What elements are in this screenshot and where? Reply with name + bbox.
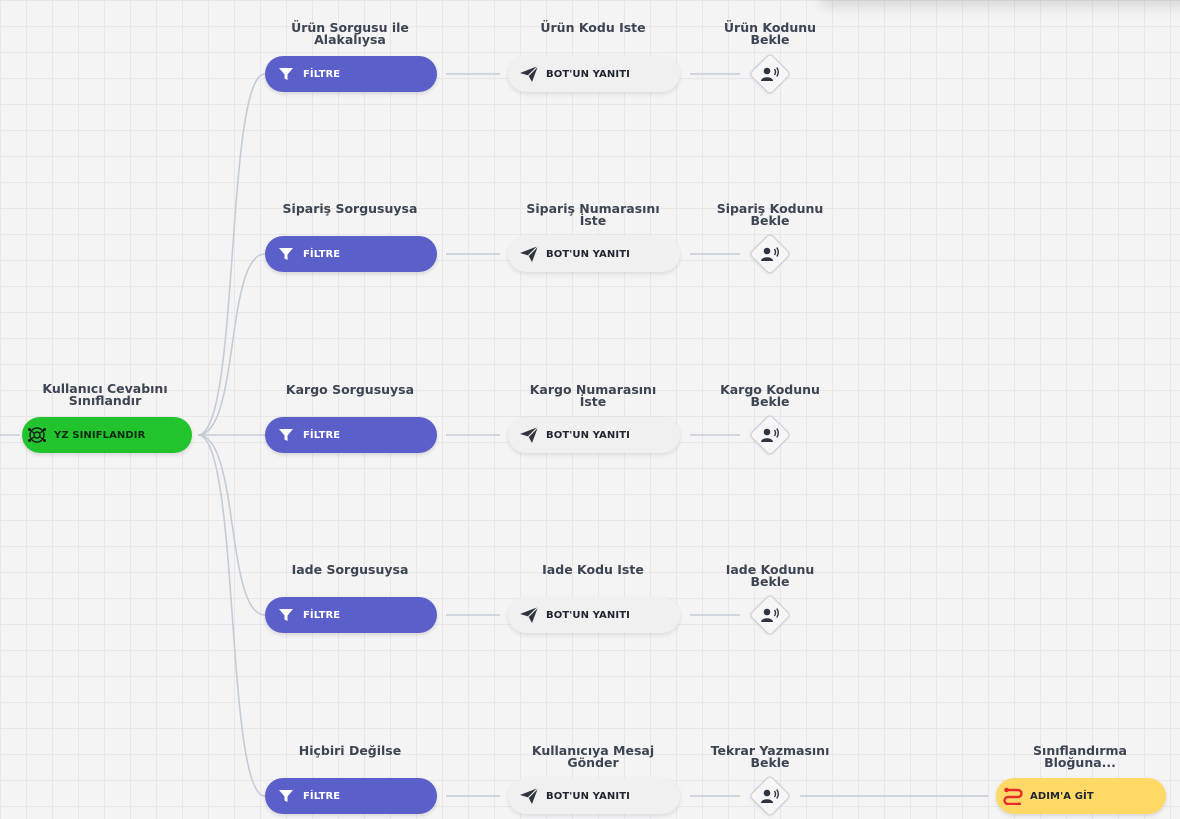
filter-title: Ürün Sorgusu ile Alakalıysa [291, 20, 409, 47]
wait-title: Ürün Kodunu Bekle [723, 20, 817, 47]
ai-network-icon [26, 424, 48, 446]
filter-label: FİLTRE [303, 429, 341, 441]
bot-reply-node[interactable]: BOT'UN YANITI [508, 417, 680, 453]
wait-node[interactable] [748, 774, 792, 818]
wait-node[interactable] [748, 232, 792, 276]
paper-plane-icon [518, 604, 540, 626]
connector-line [197, 434, 266, 797]
connector-line [197, 73, 266, 436]
filter-title: Iade Sorgusuysa [291, 562, 409, 577]
route-icon [1002, 785, 1024, 807]
bot-reply-node[interactable]: BOT'UN YANITI [508, 56, 680, 92]
funnel-icon [275, 424, 297, 446]
bot-reply-node[interactable]: BOT'UN YANITI [508, 778, 680, 814]
goto-step-node[interactable]: ADIM'A GİT [996, 778, 1166, 814]
reply-label: BOT'UN YANITI [546, 790, 630, 802]
funnel-icon [275, 604, 297, 626]
user-voice-icon [759, 424, 781, 446]
reply-title: Iade Kodu Iste [542, 562, 644, 577]
filter-node[interactable]: FİLTRE [265, 417, 437, 453]
wait-title: Tekrar Yazmasını Bekle [710, 743, 830, 770]
wait-node[interactable] [748, 52, 792, 96]
paper-plane-icon [518, 63, 540, 85]
paper-plane-icon [518, 424, 540, 446]
filter-title: Kargo Sorgusuysa [285, 382, 415, 397]
reply-title: Ürün Kodu Iste [540, 20, 646, 35]
goto-title: Sınıflandırma Bloğuna... [1033, 743, 1127, 770]
reply-title: Sipariş Numarasını İste [526, 201, 660, 228]
classifier-title: Kullanıcı Cevabını Sınıflandır [42, 381, 168, 408]
funnel-icon [275, 63, 297, 85]
filter-title: Sipariş Sorgusuysa [282, 201, 418, 216]
wait-title: Kargo Kodunu Bekle [720, 382, 820, 409]
goto-label: ADIM'A GİT [1030, 790, 1094, 802]
connector-line [197, 253, 266, 436]
filter-node[interactable]: FİLTRE [265, 56, 437, 92]
filter-label: FİLTRE [303, 790, 341, 802]
funnel-icon [275, 243, 297, 265]
paper-plane-icon [518, 785, 540, 807]
wait-title: Iade Kodunu Bekle [725, 562, 815, 589]
reply-label: BOT'UN YANITI [546, 609, 630, 621]
reply-label: BOT'UN YANITI [546, 68, 630, 80]
classify-label: YZ SINIFLANDIR [54, 429, 146, 441]
bot-reply-node[interactable]: BOT'UN YANITI [508, 597, 680, 633]
filter-label: FİLTRE [303, 609, 341, 621]
reply-label: BOT'UN YANITI [546, 429, 630, 441]
filter-title: Hiçbiri Değilse [298, 743, 402, 758]
wait-node[interactable] [748, 593, 792, 637]
filter-label: FİLTRE [303, 68, 341, 80]
paper-plane-icon [518, 243, 540, 265]
classify-node[interactable]: YZ SINIFLANDIR [22, 417, 192, 453]
user-voice-icon [759, 63, 781, 85]
reply-title: Kullanıcıya Mesaj Gönder [531, 743, 655, 770]
wait-title: Sipariş Kodunu Bekle [716, 201, 824, 228]
filter-node[interactable]: FİLTRE [265, 597, 437, 633]
reply-label: BOT'UN YANITI [546, 248, 630, 260]
bot-reply-node[interactable]: BOT'UN YANITI [508, 236, 680, 272]
filter-node[interactable]: FİLTRE [265, 236, 437, 272]
user-voice-icon [759, 604, 781, 626]
filter-node[interactable]: FİLTRE [265, 778, 437, 814]
reply-title: Kargo Numarasını İste [529, 382, 657, 409]
user-voice-icon [759, 785, 781, 807]
filter-label: FİLTRE [303, 248, 341, 260]
connector-line [197, 434, 266, 616]
user-voice-icon [759, 243, 781, 265]
wait-node[interactable] [748, 413, 792, 457]
funnel-icon [275, 785, 297, 807]
